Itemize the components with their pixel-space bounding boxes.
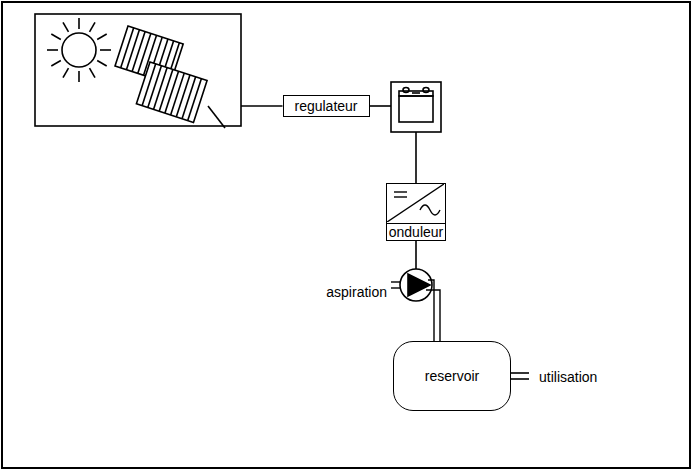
panel-cell-line bbox=[121, 28, 134, 68]
sun-ray bbox=[63, 68, 69, 78]
node-label: onduleur bbox=[387, 224, 445, 240]
sun-ray bbox=[47, 49, 58, 51]
wire bbox=[370, 105, 392, 107]
wire bbox=[415, 241, 417, 269]
battery-symbol bbox=[391, 82, 441, 132]
panel-cell-line bbox=[142, 64, 156, 106]
panel-cell-line bbox=[126, 30, 139, 70]
sun-ray bbox=[78, 18, 80, 29]
sun-ray bbox=[63, 22, 69, 32]
pipe bbox=[511, 378, 529, 380]
inlet-label: aspiration bbox=[325, 284, 388, 300]
panel-cell-line bbox=[159, 69, 173, 111]
inverter-box: onduleur bbox=[386, 183, 446, 241]
panel-cell-line bbox=[148, 66, 162, 108]
outlet-label: utilisation bbox=[538, 369, 598, 385]
pipe bbox=[511, 372, 529, 374]
tank-box: reservoir bbox=[393, 341, 511, 411]
sun-ray bbox=[90, 22, 96, 32]
panel-cell-line bbox=[132, 32, 145, 72]
solar-panel-illustration bbox=[35, 14, 241, 128]
sun-ray bbox=[90, 68, 96, 78]
sun-ray bbox=[51, 61, 61, 67]
panel-cell-line bbox=[165, 71, 179, 113]
sun-ray bbox=[97, 34, 107, 40]
panel-cell-line bbox=[188, 79, 202, 121]
wire bbox=[415, 132, 417, 183]
wire bbox=[241, 105, 283, 107]
regulator-box: regulateur bbox=[283, 95, 370, 117]
inverter-symbol bbox=[387, 184, 444, 222]
panel-cell-line bbox=[182, 77, 196, 119]
sun-ray bbox=[100, 49, 111, 51]
ac-sign bbox=[420, 205, 440, 215]
dc-sign bbox=[394, 196, 407, 197]
inverter-diagonal bbox=[387, 184, 444, 222]
panel-cell-line bbox=[176, 75, 190, 117]
panel-cell-line bbox=[154, 68, 168, 110]
dc-sign bbox=[394, 191, 407, 192]
sun-ray bbox=[51, 34, 61, 40]
node-label: regulateur bbox=[294, 98, 357, 114]
panel-cell-line bbox=[171, 73, 185, 115]
pump-symbol bbox=[400, 269, 432, 301]
node-label: reservoir bbox=[425, 368, 479, 384]
sun-ray bbox=[78, 71, 80, 82]
inverter-label-band: onduleur bbox=[387, 223, 445, 240]
pipes bbox=[391, 280, 440, 342]
sun-ray bbox=[97, 61, 107, 67]
